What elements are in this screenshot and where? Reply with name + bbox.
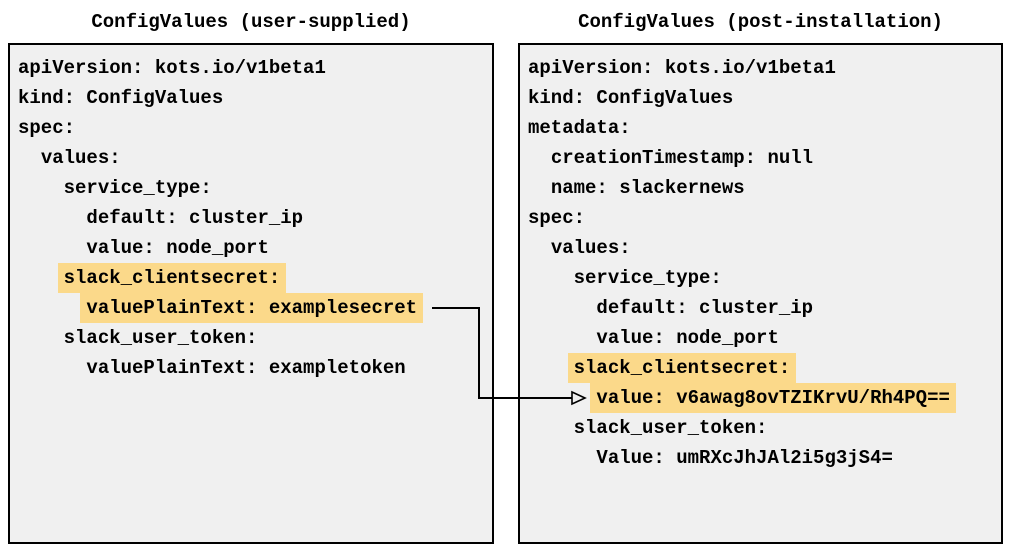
code-line-text: valuePlainText: exampletoken <box>86 357 406 379</box>
code-line: value: node_port <box>528 323 997 353</box>
code-line-indent <box>528 357 574 379</box>
code-line: value: v6awag8ovTZIKrvU/Rh4PQ== <box>528 383 997 413</box>
code-line-text: values: <box>40 147 121 169</box>
code-line: apiVersion: kots.io/v1beta1 <box>18 53 488 83</box>
code-line-text: kind: ConfigValues <box>18 87 224 109</box>
code-line: creationTimestamp: null <box>528 143 997 173</box>
code-line: name: slackernews <box>528 173 997 203</box>
code-line-text: slack_user_token: <box>63 327 258 349</box>
code-line-indent <box>528 237 551 259</box>
code-line-indent <box>528 147 551 169</box>
code-line: slack_clientsecret: <box>528 353 997 383</box>
highlighted-plaintext-value: valuePlainText: examplesecret <box>80 293 424 323</box>
code-line: slack_clientsecret: <box>18 263 488 293</box>
code-line-text: spec: <box>18 117 76 139</box>
code-line-text: name: slackernews <box>550 177 745 199</box>
code-line-indent <box>528 387 596 409</box>
code-line-indent <box>528 417 574 439</box>
code-line-text: kind: ConfigValues <box>528 87 734 109</box>
code-line-indent <box>18 357 86 379</box>
code-line-text: service_type: <box>63 177 212 199</box>
code-line: spec: <box>18 113 488 143</box>
code-line: default: cluster_ip <box>18 203 488 233</box>
code-line-text: metadata: <box>528 117 631 139</box>
code-line-text: default: cluster_ip <box>86 207 304 229</box>
code-line: service_type: <box>528 263 997 293</box>
code-line-text: apiVersion: kots.io/v1beta1 <box>18 57 326 79</box>
post-installation-config-box: apiVersion: kots.io/v1beta1 kind: Config… <box>518 43 1003 544</box>
code-line: service_type: <box>18 173 488 203</box>
highlighted-secret-key: slack_clientsecret: <box>57 263 287 293</box>
left-panel-title: ConfigValues (user-supplied) <box>91 11 411 33</box>
code-line-text: Value: umRXcJhJAl2i5g3jS4= <box>596 447 893 469</box>
code-line-indent <box>528 447 596 469</box>
code-line-text: spec: <box>528 207 586 229</box>
code-line-indent <box>18 237 86 259</box>
code-line-indent <box>528 327 596 349</box>
code-line: metadata: <box>528 113 997 143</box>
code-line-text: values: <box>550 237 631 259</box>
code-line-indent <box>18 147 41 169</box>
code-line-indent <box>18 297 86 319</box>
right-panel-title: ConfigValues (post-installation) <box>578 11 943 33</box>
code-line-text: service_type: <box>573 267 722 289</box>
code-line-text: slack_user_token: <box>573 417 768 439</box>
code-line-indent <box>528 297 596 319</box>
code-line-indent <box>528 267 574 289</box>
code-line: valuePlainText: examplesecret <box>18 293 488 323</box>
code-line-text: apiVersion: kots.io/v1beta1 <box>528 57 836 79</box>
code-line-text: default: cluster_ip <box>596 297 814 319</box>
code-line-indent <box>18 207 86 229</box>
code-line-indent <box>18 327 64 349</box>
user-supplied-config-box: apiVersion: kots.io/v1beta1 kind: Config… <box>8 43 494 544</box>
code-line: values: <box>528 233 997 263</box>
code-line-indent <box>528 177 551 199</box>
code-line: slack_user_token: <box>528 413 997 443</box>
code-line: value: node_port <box>18 233 488 263</box>
code-line: Value: umRXcJhJAl2i5g3jS4= <box>528 443 997 473</box>
highlighted-encrypted-value: value: v6awag8ovTZIKrvU/Rh4PQ== <box>590 383 956 413</box>
code-line: slack_user_token: <box>18 323 488 353</box>
code-line: spec: <box>528 203 997 233</box>
code-line-text: value: node_port <box>596 327 779 349</box>
code-line-text: value: node_port <box>86 237 269 259</box>
code-line-text: creationTimestamp: null <box>550 147 814 169</box>
code-line: kind: ConfigValues <box>528 83 997 113</box>
code-line: apiVersion: kots.io/v1beta1 <box>528 53 997 83</box>
code-line: kind: ConfigValues <box>18 83 488 113</box>
highlighted-secret-key: slack_clientsecret: <box>567 353 797 383</box>
code-line: default: cluster_ip <box>528 293 997 323</box>
code-line: values: <box>18 143 488 173</box>
code-line-indent <box>18 267 64 289</box>
code-line: valuePlainText: exampletoken <box>18 353 488 383</box>
code-line-indent <box>18 177 64 199</box>
